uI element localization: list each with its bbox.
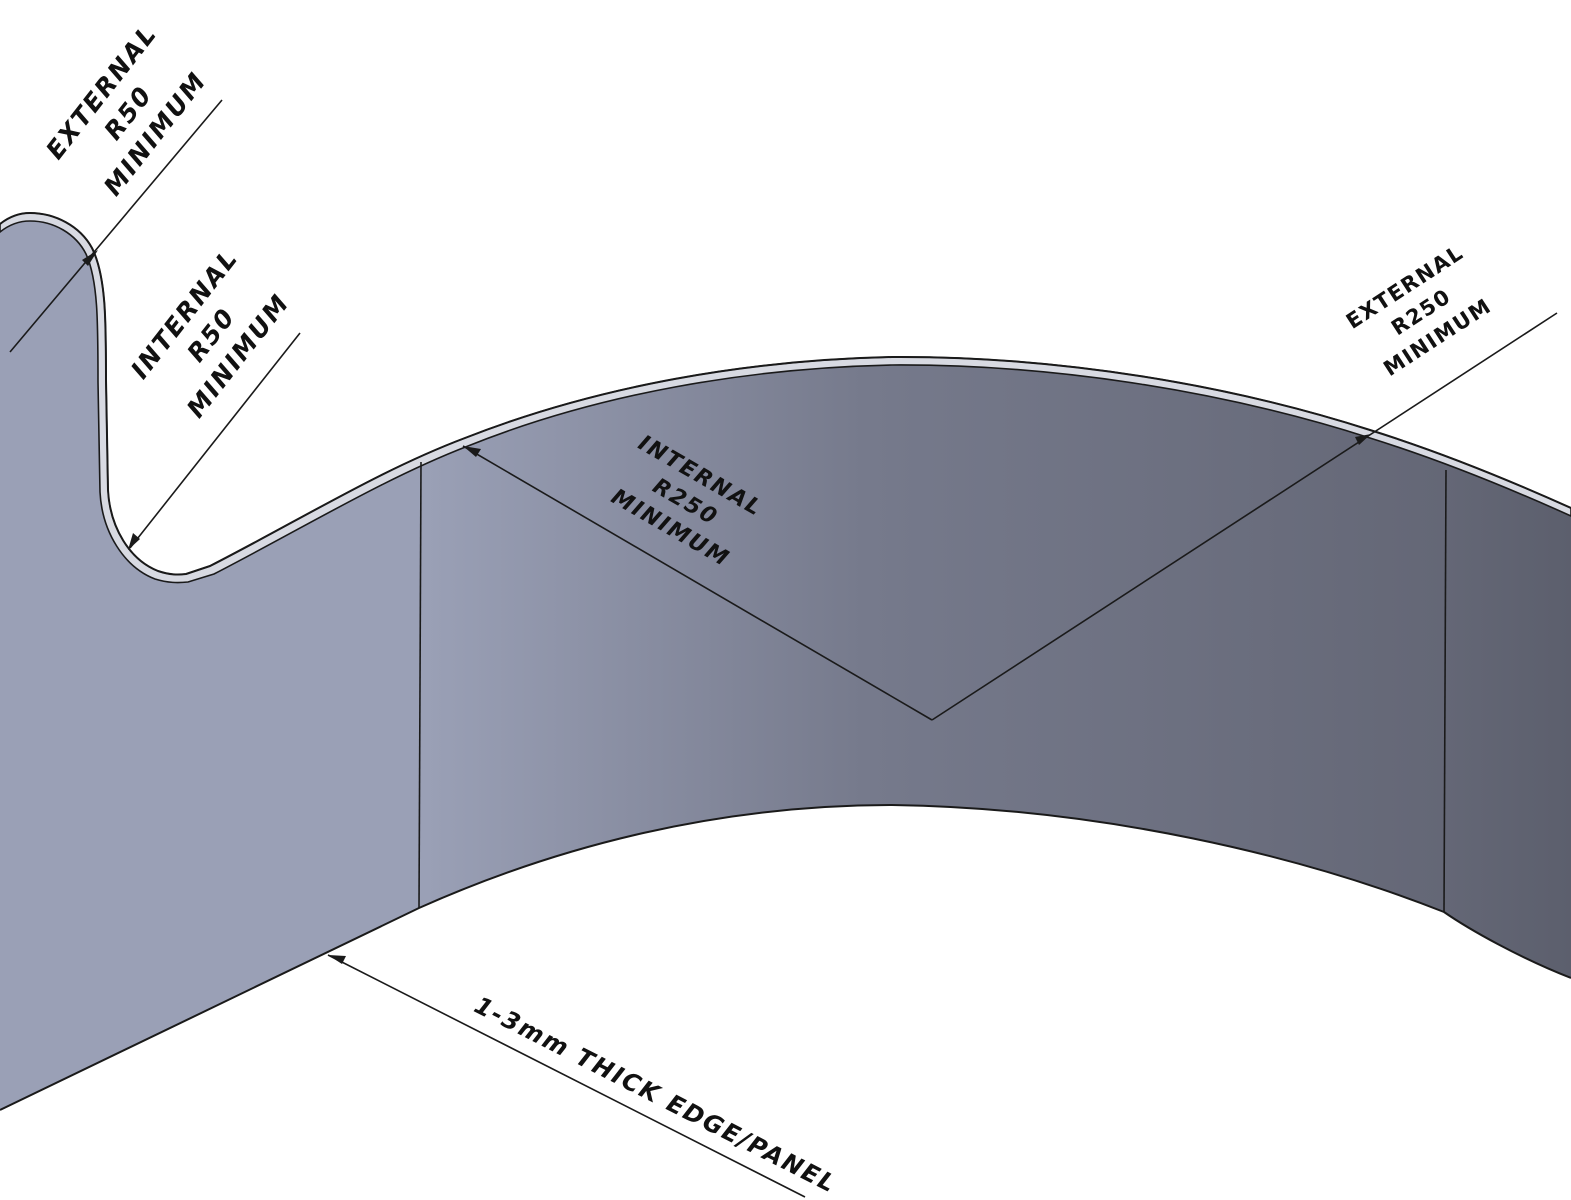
- label-external-r250: EXTERNAL R250 MINIMUM: [1342, 240, 1496, 381]
- panel-outline: [0, 212, 1571, 576]
- label-external-r50: EXTERNAL R50 MINIMUM: [40, 19, 212, 201]
- panel-seam-right: [1443, 469, 1447, 913]
- arrowhead-thickness: [328, 955, 346, 964]
- leader-internal-r50: [129, 332, 301, 549]
- label-thickness: 1-3mm THICK EDGE/PANEL: [470, 991, 841, 1199]
- leader-internal-r250: [462, 445, 933, 721]
- leader-external-r50: [9, 99, 223, 353]
- leader-external-r250: [931, 312, 1558, 721]
- arrowhead-internal-r50: [128, 533, 140, 550]
- label-internal-r50: INTERNAL R50 MINIMUM: [125, 244, 295, 424]
- panel-bottom-outline: [0, 804, 1571, 1111]
- panel-body: [0, 213, 1571, 1110]
- arrowhead-external-r250: [1355, 434, 1371, 445]
- arrowhead-internal-r250: [463, 446, 481, 457]
- arrowhead-external-r50: [82, 250, 98, 266]
- label-thickness-text: 1-3mm THICK EDGE/PANEL: [470, 991, 841, 1199]
- panel-seam-left: [418, 461, 422, 909]
- leader-thickness: [327, 954, 806, 1198]
